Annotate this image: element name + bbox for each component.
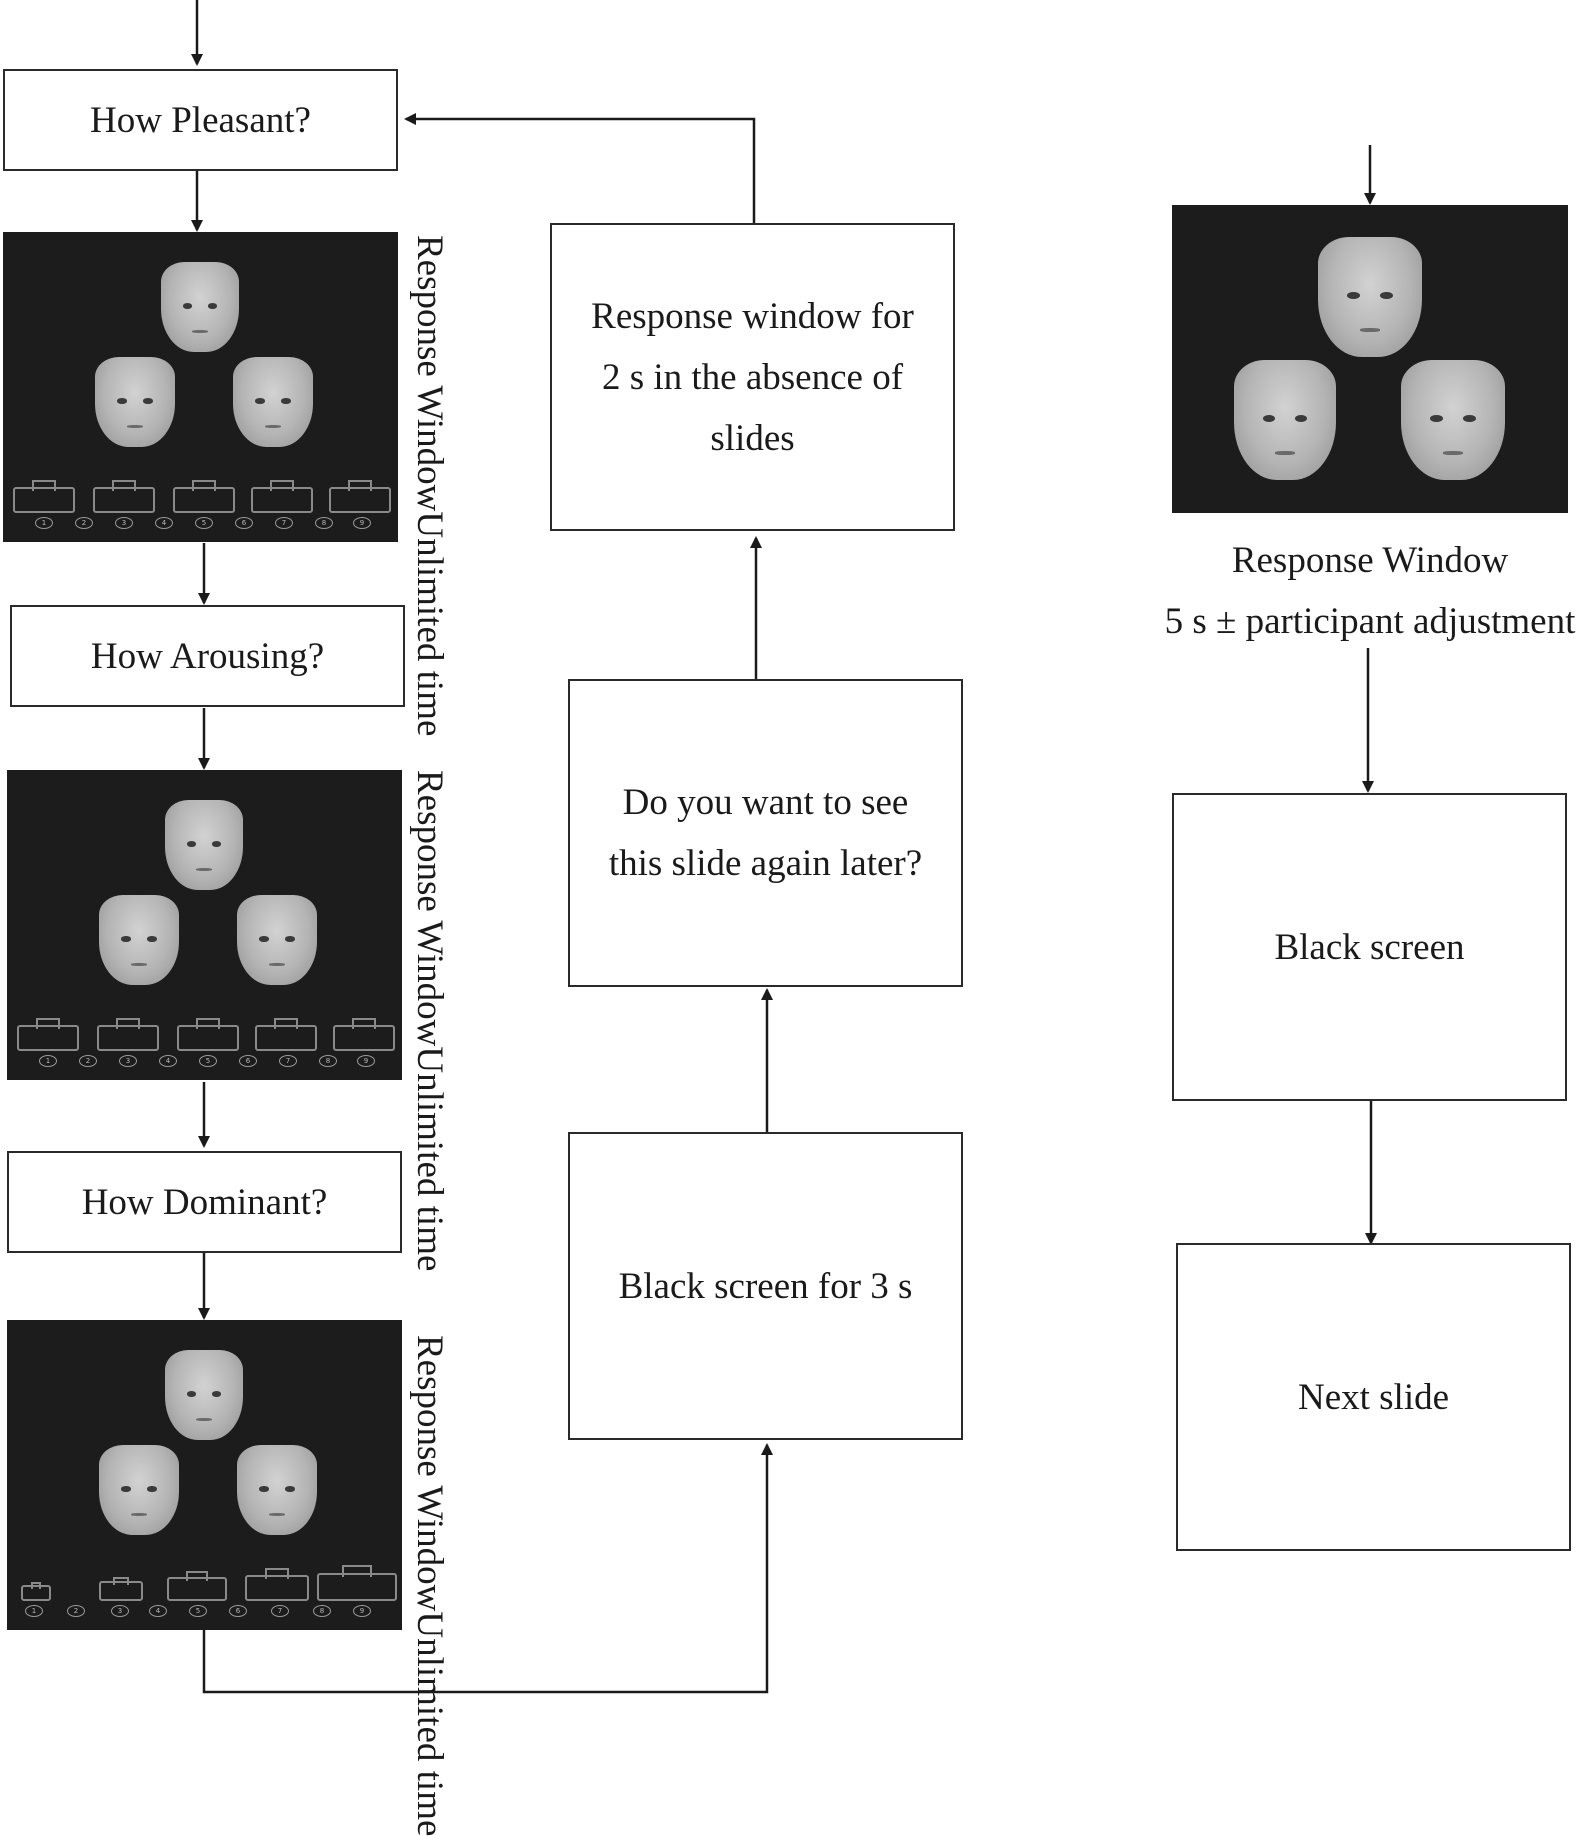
scale-number: 2	[75, 517, 93, 529]
connectors	[191, 0, 1377, 1694]
arrow-slide3-to-black3s	[202, 1443, 773, 1694]
sam-figure	[317, 1565, 397, 1601]
scale-number: 2	[79, 1055, 97, 1067]
scale-number: 4	[149, 1605, 167, 1617]
see-again-line1: Do you want to see	[622, 782, 909, 823]
sam-scale-arousing: 1 2 3 4 5 6 7 8 9	[7, 1015, 402, 1075]
response-window-line2: Unlimited time	[409, 1046, 450, 1272]
sam-figure	[177, 1018, 239, 1051]
sam-figure	[173, 480, 235, 513]
black-screen-3s-label: Black screen for 3 s	[618, 1265, 913, 1307]
scale-number: 3	[115, 517, 133, 529]
scale-number: 8	[319, 1055, 337, 1067]
response-window-line2: Unlimited time	[409, 1611, 450, 1836]
black-screen-box: Black screen	[1172, 793, 1567, 1101]
question-pleasant-label: How Pleasant?	[90, 99, 311, 141]
infant-face-right	[1401, 360, 1505, 480]
scale-number: 7	[275, 517, 293, 529]
scale-number: 6	[239, 1055, 257, 1067]
flowchart: How Pleasant? 1 2 3 4 5 6 7 8 9 Response…	[3, 0, 1576, 1836]
infant-face-slide	[1172, 205, 1568, 513]
scale-number: 4	[159, 1055, 177, 1067]
question-arousing-label: How Arousing?	[90, 635, 325, 677]
scale-number: 8	[315, 517, 333, 529]
rating-slide-arousing: 1 2 3 4 5 6 7 8 9	[7, 770, 402, 1080]
rating-slide-pleasant: 1 2 3 4 5 6 7 8 9	[3, 232, 398, 542]
scale-number: 5	[199, 1055, 217, 1067]
sam-figure	[245, 1568, 309, 1601]
infant-face-left	[99, 895, 179, 985]
scale-number: 5	[195, 517, 213, 529]
scale-number: 1	[39, 1055, 57, 1067]
scale-number: 2	[67, 1605, 85, 1617]
response-window-line1: Response Window	[409, 1335, 450, 1612]
sam-figure	[255, 1018, 317, 1051]
infant-face-left	[95, 357, 175, 447]
sam-figure	[167, 1571, 227, 1601]
scale-number: 7	[271, 1605, 289, 1617]
next-slide-box: Next slide	[1176, 1243, 1571, 1551]
response-window-label-3: Response WindowUnlimited time	[400, 1335, 458, 1836]
response-window-line1: Response Window	[409, 770, 450, 1047]
question-dominant-box: How Dominant?	[7, 1151, 402, 1253]
scale-number: 3	[119, 1055, 137, 1067]
question-pleasant-box: How Pleasant?	[3, 69, 398, 171]
sam-figure	[17, 1018, 79, 1051]
response-window-right-line1: Response Window	[1231, 540, 1509, 581]
scale-number: 9	[353, 1605, 371, 1617]
scale-number: 5	[189, 1605, 207, 1617]
next-slide-label: Next slide	[1297, 1376, 1450, 1418]
question-dominant-label: How Dominant?	[81, 1181, 328, 1223]
black-screen-label: Black screen	[1274, 926, 1465, 968]
black-screen-3s-box: Black screen for 3 s	[568, 1132, 963, 1440]
infant-face-right	[233, 357, 313, 447]
scale-number: 9	[357, 1055, 375, 1067]
response-window-line2: Unlimited time	[409, 511, 450, 737]
sam-scale-pleasant: 1 2 3 4 5 6 7 8 9	[3, 477, 398, 537]
question-arousing-box: How Arousing?	[10, 605, 405, 707]
response-window-label-1: Response WindowUnlimited time	[400, 235, 458, 736]
sam-figure	[97, 1018, 159, 1051]
scale-number: 8	[313, 1605, 331, 1617]
scale-number: 1	[35, 517, 53, 529]
scale-number: 6	[229, 1605, 247, 1617]
sam-figure	[333, 1018, 395, 1051]
sam-figure	[251, 480, 313, 513]
infant-face-top	[161, 262, 239, 352]
infant-face-right	[237, 1445, 317, 1535]
infant-face-left	[1234, 360, 1336, 480]
see-again-line2: this slide again later?	[608, 843, 923, 884]
see-again-box: Do you want to see this slide again late…	[568, 679, 963, 987]
infant-face-top	[1318, 237, 1422, 357]
scale-number: 1	[25, 1605, 43, 1617]
sam-scale-dominant: 1 2 3 4 5 6 7 8 9	[7, 1565, 402, 1625]
response-2s-box: Response window for 2 s in the absence o…	[550, 223, 955, 531]
response-2s-line2: 2 s in the absence of	[601, 356, 904, 398]
sam-figure	[93, 480, 155, 513]
arrow-response2s-to-pleasant	[404, 113, 756, 223]
infant-face-right	[237, 895, 317, 985]
scale-number: 3	[111, 1605, 129, 1617]
sam-figure	[21, 1582, 51, 1601]
sam-figure	[99, 1576, 143, 1601]
scale-number: 6	[235, 517, 253, 529]
response-window-right-line2: 5 s ± participant adjustment	[1164, 601, 1576, 642]
sam-figure	[13, 480, 75, 513]
rating-slide-dominant: 1 2 3 4 5 6 7 8 9	[7, 1320, 402, 1630]
infant-face-left	[99, 1445, 179, 1535]
response-window-label-2: Response WindowUnlimited time	[400, 770, 458, 1271]
infant-face-top	[165, 1350, 243, 1440]
response-2s-line3: slides	[710, 417, 795, 459]
scale-number: 4	[155, 517, 173, 529]
infant-face-top	[165, 800, 243, 890]
response-2s-line1: Response window for	[591, 295, 914, 337]
scale-number: 7	[279, 1055, 297, 1067]
sam-figure	[329, 480, 391, 513]
response-window-line1: Response Window	[409, 235, 450, 512]
scale-number: 9	[353, 517, 371, 529]
